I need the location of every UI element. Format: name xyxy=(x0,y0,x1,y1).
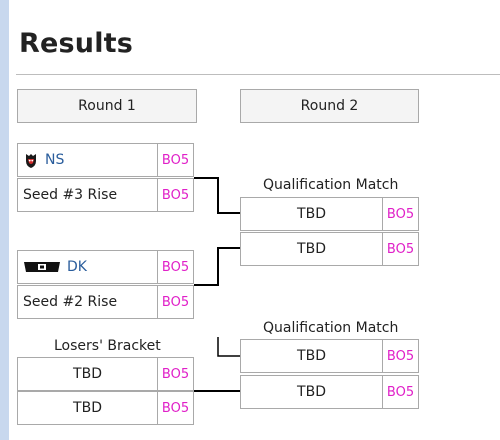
connector-match2-to-qual1 xyxy=(194,247,240,286)
team-ns[interactable]: NS xyxy=(18,144,157,176)
title-divider xyxy=(16,74,500,75)
team-dk[interactable]: DK xyxy=(18,251,157,283)
team-seed2-rise: Seed #2 Rise xyxy=(23,294,118,310)
team-tbd: TBD xyxy=(297,384,326,400)
round2-qual1-team1-row[interactable]: TBD BO5 xyxy=(240,197,419,231)
left-edge-strip xyxy=(0,0,9,440)
ns-team-logo-icon xyxy=(23,152,39,169)
team-tbd: TBD xyxy=(73,366,102,382)
score-badge: BO5 xyxy=(157,251,193,283)
connector-match1-to-qual1 xyxy=(194,177,240,214)
score-badge: BO5 xyxy=(382,198,418,230)
round2-qual2-team1-row[interactable]: TBD BO5 xyxy=(240,339,419,373)
score-badge: BO5 xyxy=(157,144,193,176)
score-badge: BO5 xyxy=(157,286,193,318)
connector-into-qual2 xyxy=(217,337,240,357)
team-tbd: TBD xyxy=(297,348,326,364)
score-badge: BO5 xyxy=(382,340,418,372)
round1-match1-team2-row[interactable]: Seed #3 Rise BO5 xyxy=(17,178,194,212)
score-badge: BO5 xyxy=(382,376,418,408)
score-badge: BO5 xyxy=(157,358,193,390)
team-seed3-rise: Seed #3 Rise xyxy=(23,187,118,203)
score-badge: BO5 xyxy=(382,233,418,265)
score-badge: BO5 xyxy=(157,392,193,424)
round2-qual2-team2-row[interactable]: TBD BO5 xyxy=(240,375,419,409)
qualification-match-label: Qualification Match xyxy=(263,320,399,336)
page-title: Results xyxy=(19,28,134,59)
losers-bracket-label: Losers' Bracket xyxy=(54,338,161,354)
round1-match2-team1-row[interactable]: DK BO5 xyxy=(17,250,194,284)
score-badge: BO5 xyxy=(157,179,193,211)
losers-team1-row[interactable]: TBD BO5 xyxy=(17,357,194,391)
team-tbd: TBD xyxy=(73,400,102,416)
round-1-label: Round 1 xyxy=(78,98,136,114)
round-1-header: Round 1 xyxy=(17,89,197,123)
losers-team2-row[interactable]: TBD BO5 xyxy=(17,391,194,425)
team-tbd: TBD xyxy=(297,241,326,257)
round2-qual1-team2-row[interactable]: TBD BO5 xyxy=(240,232,419,266)
team-ns-name[interactable]: NS xyxy=(45,152,65,168)
round1-match2-team2-row[interactable]: Seed #2 Rise BO5 xyxy=(17,285,194,319)
round-2-header: Round 2 xyxy=(240,89,419,123)
qualification-match-label: Qualification Match xyxy=(263,177,399,193)
team-tbd: TBD xyxy=(297,206,326,222)
dk-team-logo-icon xyxy=(23,260,61,274)
team-dk-name[interactable]: DK xyxy=(67,259,87,275)
round1-match1-team1-row[interactable]: NS BO5 xyxy=(17,143,194,177)
round-2-label: Round 2 xyxy=(300,98,359,114)
